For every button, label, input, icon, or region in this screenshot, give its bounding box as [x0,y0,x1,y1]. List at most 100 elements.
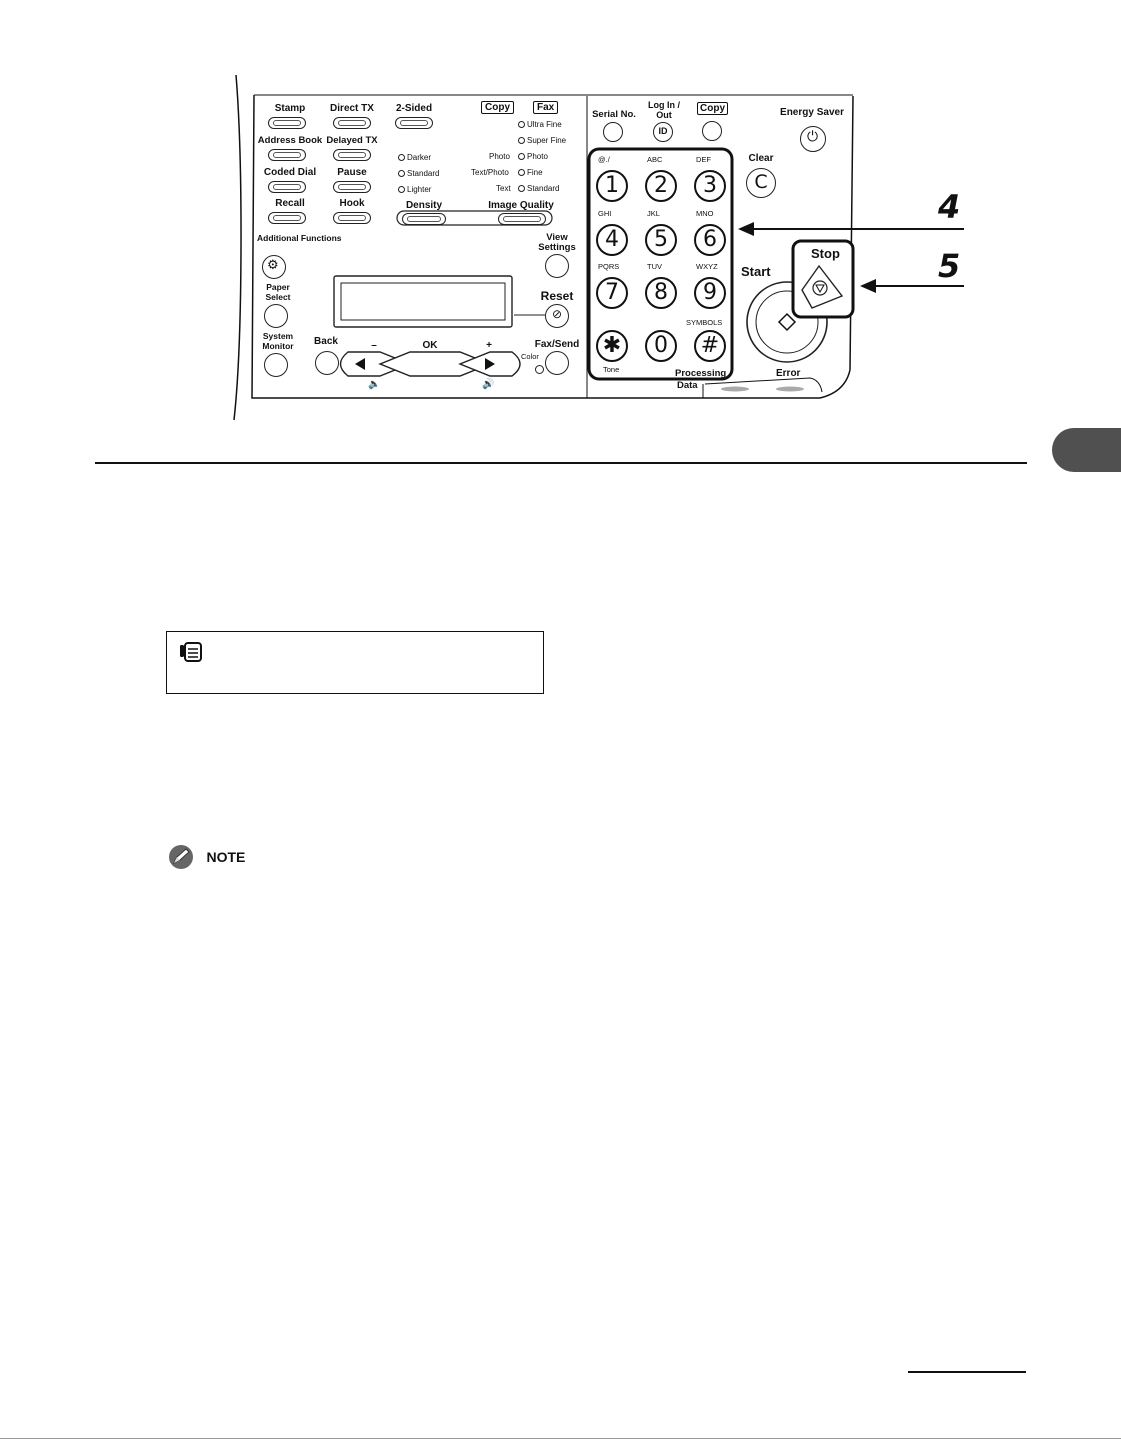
processing-label: Processing [675,368,727,379]
hook-button[interactable] [333,212,371,224]
view-settings-button[interactable] [545,254,569,278]
tone-label: Tone [603,365,620,374]
callout-4-number: 4 [938,188,961,226]
keypad-letters-4: GHI [598,209,612,218]
reset-icon: ⊘ [552,307,563,321]
keypad-letters-9: WXYZ [696,262,718,271]
back-button[interactable] [315,351,339,375]
paper-select-button[interactable] [264,304,288,328]
recall-label: Recall [275,198,305,209]
view-settings-label: View Settings [538,232,576,253]
stop-label: Stop [811,246,840,261]
text-photo-label: Text/Photo [471,168,509,177]
energy-saver-button[interactable]: ⏻ [800,126,826,152]
keypad-key-2[interactable]: 2 [645,170,677,202]
additional-functions-label: Additional Functions [257,233,342,243]
paper-select-label: Paper Select [265,282,291,302]
chapter-tab [1052,428,1121,472]
color-indicator [535,365,544,374]
id-icon: ID [658,126,668,136]
keypad-key-7[interactable]: 7 [596,277,628,309]
ok-button[interactable] [392,352,467,376]
keypad-key-6[interactable]: 6 [694,224,726,256]
callout-4-line [752,228,964,230]
fax-send-label: Fax/Send [534,339,580,350]
photo-indicator: Photo [518,152,548,161]
delayed-tx-label: Delayed TX [326,135,378,146]
clear-c-icon: C [754,171,768,193]
copy-mode-label: Copy [481,101,514,114]
callout-4-arrowhead [738,222,754,236]
pencil-note-icon [169,845,193,869]
id-button[interactable]: ID [653,122,673,142]
error-label: Error [776,368,801,379]
delayed-tx-button[interactable] [333,149,371,161]
keypad-key-1[interactable]: 1 [596,170,628,202]
power-icon: ⏻ [807,129,819,145]
standard-density-indicator: Standard [398,169,439,178]
stamp-button[interactable] [268,117,306,129]
reset-button[interactable]: ⊘ [545,304,569,328]
serial-no-label: Serial No. [592,109,636,120]
pause-button[interactable] [333,181,371,193]
keypad-key-12[interactable]: # [694,330,726,362]
volume-down-icon: 🔈 [368,379,381,390]
system-monitor-button[interactable] [264,353,288,377]
keypad-letters-2: ABC [647,155,663,164]
volume-up-icon: 🔊 [482,379,495,390]
pause-label: Pause [337,167,367,178]
note-label: NOTE [206,849,246,865]
recall-button[interactable] [268,212,306,224]
density-button[interactable] [402,213,446,225]
callout-5-arrowhead [860,279,876,293]
density-label: Density [405,200,443,211]
fax-send-button[interactable] [545,351,569,375]
keypad-key-4[interactable]: 4 [596,224,628,256]
gear-icon: ⚙ [267,258,279,273]
two-sided-label: 2-Sided [395,103,433,114]
energy-saver-label: Energy Saver [780,107,844,118]
coded-dial-button[interactable] [268,181,306,193]
keypad-letters-8: TUV [647,262,662,271]
color-label: Color [521,352,539,361]
keypad-letters-5: JKL [647,209,660,218]
address-book-label: Address Book [257,135,323,146]
fax-mode-label: Fax [533,101,559,114]
clear-label: Clear [748,153,774,164]
darker-indicator: Darker [398,153,431,162]
keypad-key-5[interactable]: 5 [645,224,677,256]
direct-tx-label: Direct TX [330,103,374,114]
page-bottom-edge [0,1438,1121,1439]
ok-label: OK [422,340,438,351]
keypad-key-8[interactable]: 8 [645,277,677,309]
data-label: Data [677,380,698,391]
right-arrow-button[interactable] [462,352,524,376]
additional-functions-button[interactable]: ⚙ [262,255,286,279]
direct-tx-button[interactable] [333,117,371,129]
symbols-label: SYMBOLS [686,318,723,327]
lighter-indicator: Lighter [398,185,431,194]
section-rule [95,462,1027,464]
keypad-letters-3: DEF [696,155,711,164]
stop-button[interactable] [802,266,842,308]
system-monitor-label: System Monitor [262,331,294,351]
reset-label: Reset [540,289,574,303]
keypad-key-10[interactable]: ✱ [596,330,628,362]
image-quality-label: Image Quality [488,200,554,211]
two-sided-button[interactable] [395,117,433,129]
address-book-button[interactable] [268,149,306,161]
panel-outline [233,74,855,421]
hook-label: Hook [339,198,365,209]
keypad-key-11[interactable]: 0 [645,330,677,362]
ultra-fine-indicator: Ultra Fine [518,120,562,129]
keypad-key-9[interactable]: 9 [694,277,726,309]
serial-no-button[interactable] [603,122,623,142]
callout-5-number: 5 [938,247,961,285]
photo-copy-label: Photo [489,152,510,161]
image-quality-button[interactable] [498,213,546,225]
keypad-key-3[interactable]: 3 [694,170,726,202]
copy-key-button[interactable] [702,121,722,141]
fax-machine-icon [180,642,202,662]
clear-button[interactable]: C [746,168,776,198]
fine-indicator: Fine [518,168,543,177]
